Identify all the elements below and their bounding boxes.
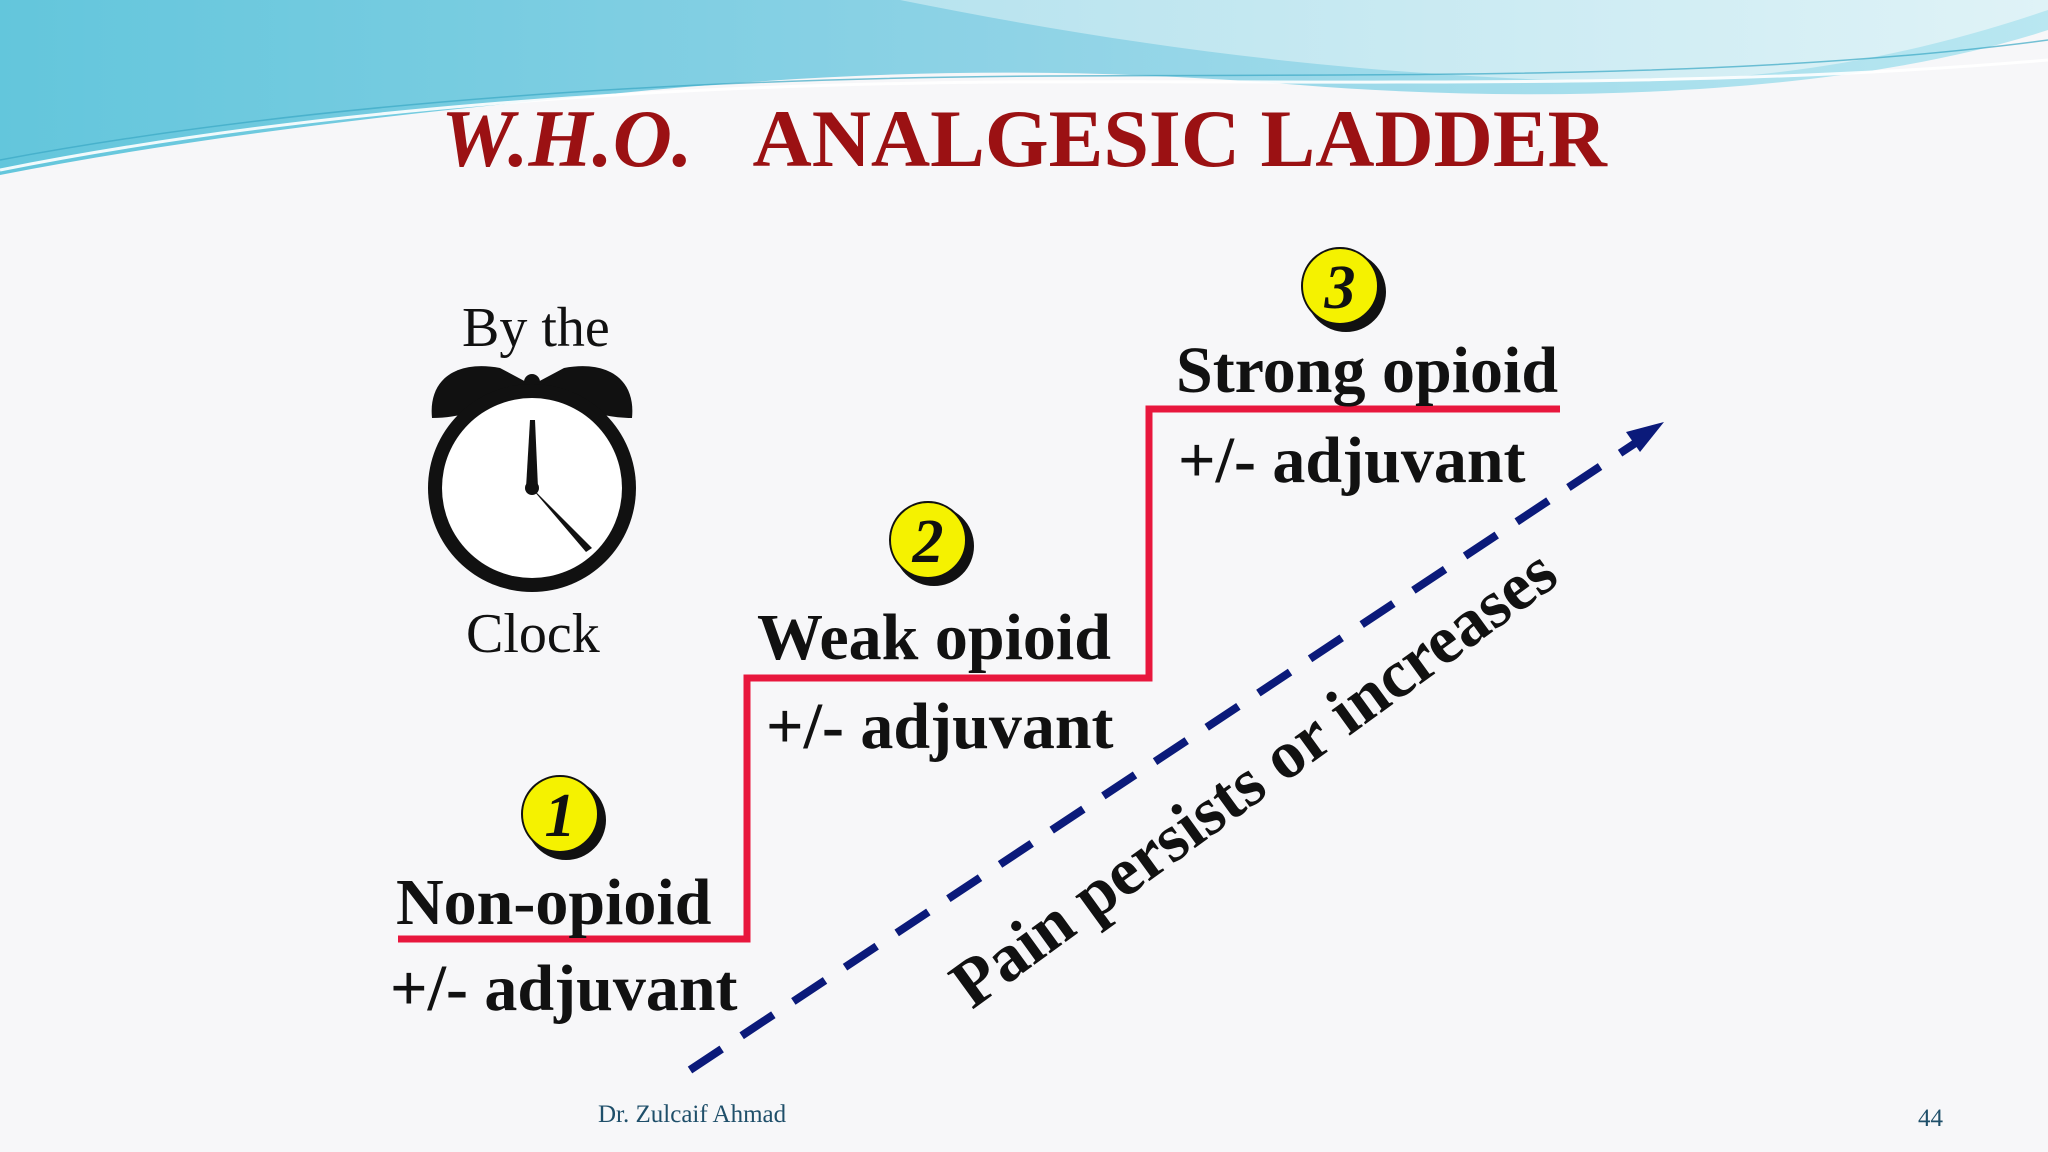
title-abbreviation: W.H.O. xyxy=(441,93,693,184)
alarm-clock-icon xyxy=(428,366,636,592)
slide-title: W.H.O.ANALGESIC LADDER xyxy=(0,98,2048,180)
step-3-badge: 3 xyxy=(1301,247,1386,332)
step-2-adjuvant: +/- adjuvant xyxy=(766,690,1114,763)
footer-page-number: 44 xyxy=(1918,1105,1943,1132)
step-3-adjuvant: +/- adjuvant xyxy=(1178,424,1526,497)
step-3-number: 3 xyxy=(1324,254,1356,322)
title-main: ANALGESIC LADDER xyxy=(752,93,1607,184)
step-3-drug: Strong opioid xyxy=(1176,334,1559,407)
step-2-badge: 2 xyxy=(889,501,974,586)
step-2-drug: Weak opioid xyxy=(757,601,1111,674)
arrow-head-icon xyxy=(1626,422,1664,452)
pain-arrow-line xyxy=(687,436,1643,1074)
step-1-drug: Non-opioid xyxy=(396,866,712,939)
clock-bottom-text: Clock xyxy=(466,603,600,665)
clock-top-text: By the xyxy=(462,297,610,359)
step-1-badge: 1 xyxy=(521,775,606,860)
step-1-number: 1 xyxy=(545,782,576,850)
footer-author: Dr. Zulcaif Ahmad xyxy=(598,1101,787,1128)
step-1-adjuvant: +/- adjuvant xyxy=(390,952,738,1025)
step-2-number: 2 xyxy=(912,508,944,576)
ladder-line xyxy=(398,405,1560,943)
